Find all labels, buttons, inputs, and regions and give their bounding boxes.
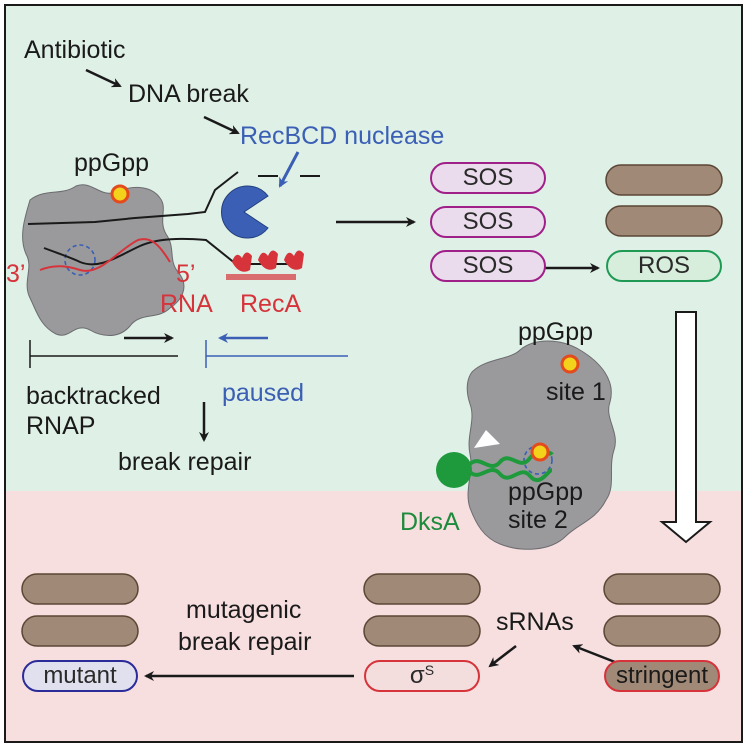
cell-brown-7 (603, 573, 721, 605)
cell-stringent-label: stringent (615, 662, 709, 689)
cell-brown-3 (21, 573, 139, 605)
label-ppgpp-site2: ppGpp (508, 478, 584, 506)
arrow-break-to-recbcd (203, 115, 240, 135)
cell-brown-4 (21, 615, 139, 647)
active-site-circle (64, 244, 96, 276)
cell-brown-6 (363, 615, 481, 647)
rna-strand (39, 238, 171, 272)
label-paused: paused (222, 379, 305, 407)
dna-lower-strand (43, 237, 292, 266)
label-antibiotic: Antibiotic (24, 36, 126, 64)
label-rna: RNA (160, 290, 213, 318)
cell-mutant: mutant (22, 660, 138, 692)
cell-brown-8 (603, 615, 721, 647)
dna-upper-strand (27, 171, 239, 225)
label-three-prime: 3’ (6, 260, 26, 288)
cell-brown-1 (605, 164, 723, 196)
cell-mutant-label: mutant (43, 662, 117, 689)
rnap-channel (474, 430, 500, 448)
cell-stringent: stringent (604, 660, 720, 692)
cell-sos-2-label: SOS (462, 208, 514, 235)
cell-sos-1-label: SOS (462, 164, 514, 191)
ppgpp-site2-molecule (530, 442, 550, 462)
recbcd-nuclease-shape (221, 185, 269, 239)
label-dna-break: DNA break (128, 80, 249, 108)
reca-filament (226, 250, 304, 280)
label-reca: RecA (240, 290, 302, 318)
label-site1: site 1 (546, 378, 606, 406)
label-dksa: DksA (400, 508, 460, 536)
label-break-repair: break repair (118, 448, 252, 476)
backtrack-bracket (29, 340, 178, 368)
label-five-prime: 5’ (176, 260, 196, 288)
label-recbcd: RecBCD nuclease (240, 122, 445, 150)
cell-sos-3: SOS (430, 250, 546, 282)
cell-ros-label: ROS (637, 252, 690, 279)
hollow-down-arrow (659, 311, 713, 544)
arrow-recbcd-label (278, 151, 300, 188)
cell-sos-1: SOS (430, 162, 546, 194)
cell-sigma-superscript: S (424, 662, 435, 678)
arrow-antibiotic-to-break (85, 68, 122, 88)
arrow-srnas-to-sigma (488, 645, 517, 668)
cell-sos-3-label: SOS (462, 252, 514, 279)
ppgpp-site1-molecule (560, 354, 580, 374)
cell-brown-5 (363, 573, 481, 605)
cell-sigma-label: σ (409, 662, 425, 689)
ppgpp-molecule-top (110, 184, 130, 204)
label-rnap: RNAP (26, 412, 96, 440)
label-site2: site 2 (508, 506, 568, 534)
label-break-repair-2: break repair (178, 628, 312, 656)
frame (4, 4, 743, 743)
cell-brown-2 (605, 205, 723, 237)
paused-bracket (205, 340, 348, 368)
cell-sos-2: SOS (430, 206, 546, 238)
label-srnas: sRNAs (496, 608, 574, 636)
label-ppgpp-site1: ppGpp (518, 318, 594, 346)
label-backtracked: backtracked (26, 382, 161, 410)
cell-ros: ROS (606, 250, 722, 282)
label-mutagenic: mutagenic (186, 596, 302, 624)
label-ppgpp-top: ppGpp (74, 149, 150, 177)
